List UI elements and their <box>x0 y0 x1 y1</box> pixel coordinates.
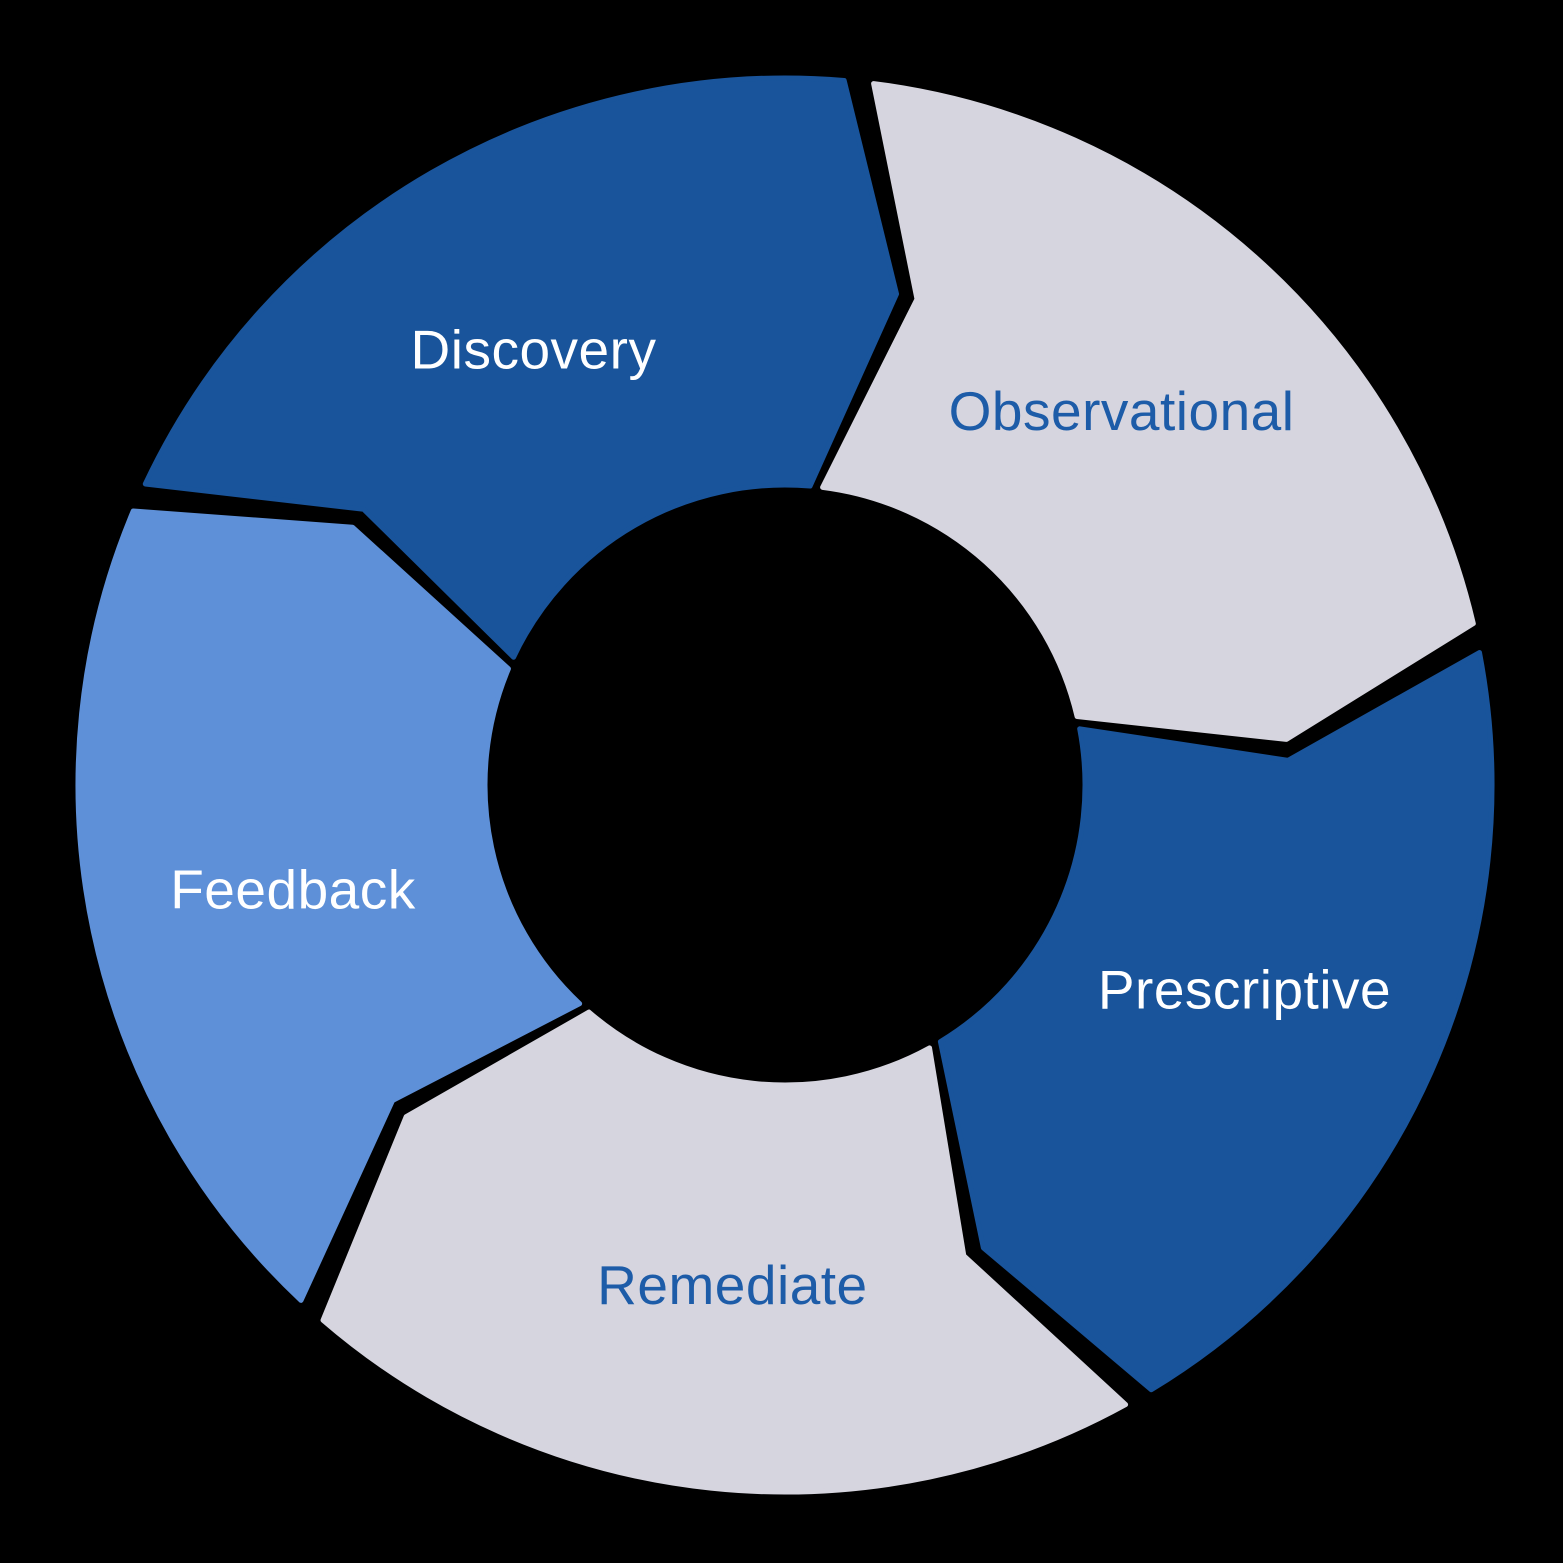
segment-observational <box>820 81 1476 742</box>
segment-discovery <box>142 75 900 660</box>
segment-prescriptive <box>937 650 1495 1393</box>
segment-label-observational: Observational <box>949 380 1295 442</box>
segment-feedback <box>75 508 583 1303</box>
segment-label-remediate: Remediate <box>597 1254 867 1316</box>
segment-label-discovery: Discovery <box>411 318 657 380</box>
segment-label-feedback: Feedback <box>170 859 416 921</box>
segment-remediate <box>320 1009 1129 1495</box>
segment-label-prescriptive: Prescriptive <box>1098 959 1391 1021</box>
